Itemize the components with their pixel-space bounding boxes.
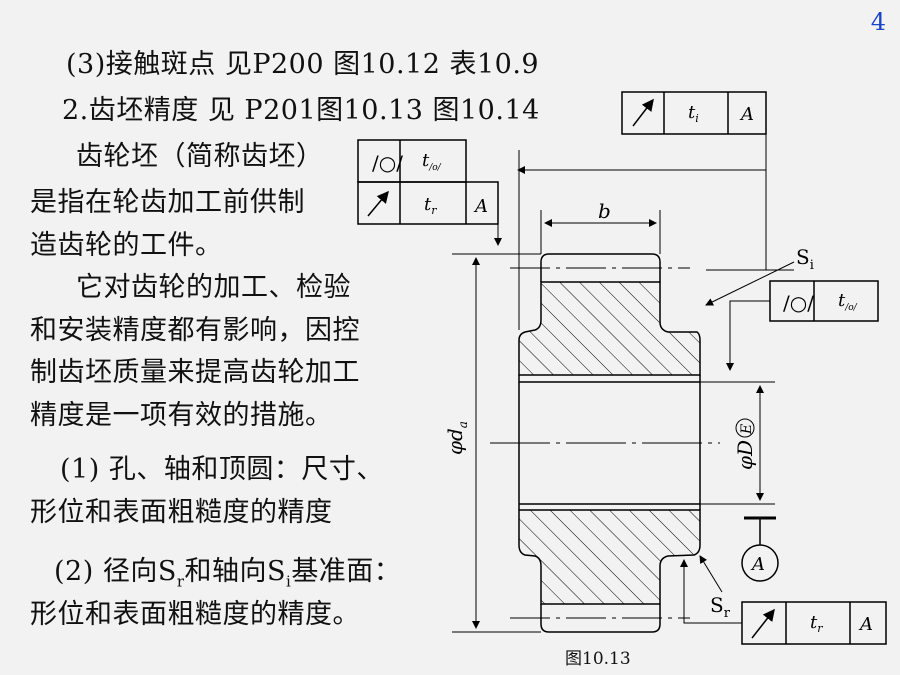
svg-text:tr: tr: [424, 194, 437, 217]
fcf-left: /○/ t/o/ tr A: [357, 139, 502, 246]
para1-line1: 齿轮坯（简称齿坯）: [76, 141, 324, 172]
item2-line2: 形位和表面粗糙度的精度。: [30, 599, 360, 630]
item2-line1: (2) 径向Sr和轴向Si基准面：: [54, 549, 401, 590]
svg-text:A: A: [858, 614, 873, 635]
svg-text:/○/: /○/: [372, 151, 403, 175]
label-sr: Sr: [710, 593, 731, 621]
item1-line1: (1) 孔、轴和顶圆：尺寸、: [60, 454, 384, 485]
item2-mid: 和轴向S: [184, 556, 286, 587]
item1-line2: 形位和表面粗糙度的精度: [30, 497, 333, 528]
item2-pre: (2) 径向S: [54, 556, 177, 587]
label-D: φD: [733, 440, 757, 470]
fcf-right-mid: /○/ t/o/: [726, 280, 879, 371]
datum-A-label: A: [750, 554, 765, 575]
svg-text:t/o/: t/o/: [422, 150, 442, 173]
dim-da: [452, 253, 541, 633]
datum-A: [741, 516, 779, 582]
page-number: 4: [870, 8, 886, 36]
dim-D: [700, 381, 775, 505]
section-lower: [518, 509, 701, 605]
svg-text:ti: ti: [688, 102, 699, 125]
label-si: Si: [796, 245, 814, 273]
gear-outline: [518, 253, 701, 633]
center-lines: [490, 267, 720, 619]
svg-text:A: A: [739, 104, 754, 125]
label-b: b: [598, 199, 611, 223]
para2-line4: 精度是一项有效的措施。: [30, 400, 333, 431]
leader-si: [705, 261, 795, 306]
leader-top: [517, 150, 766, 330]
leader-sr: [699, 555, 723, 593]
fcf-top: ti A: [621, 91, 767, 270]
svg-text:/○/: /○/: [783, 291, 814, 315]
fcf-bottom: tr A: [680, 559, 887, 645]
line-contact-pattern: (3)接触斑点 见P200 图10.12 表10.9: [66, 49, 540, 80]
item2-sub-i: i: [286, 572, 292, 591]
para1-line3: 造齿轮的工件。: [30, 230, 223, 261]
label-da: φda: [443, 421, 470, 455]
label-D-E: E: [739, 424, 755, 435]
line-blank-accuracy: 2.齿坯精度 见 P201图10.13 图10.14: [62, 95, 540, 126]
item2-post: 基准面：: [291, 556, 402, 587]
svg-text:A: A: [473, 196, 488, 217]
para1-line2: 是指在轮齿加工前供制: [30, 187, 305, 218]
figure-caption: 图10.13: [565, 649, 631, 669]
para2-line3: 制齿坯质量来提高齿轮加工: [30, 357, 360, 388]
svg-text:t/o/: t/o/: [838, 290, 858, 313]
item2-sub-r: r: [176, 572, 185, 591]
dim-b: [540, 210, 661, 254]
section-upper: [518, 281, 701, 376]
para2-line1: 它对齿轮的加工、检验: [76, 272, 351, 303]
svg-text:tr: tr: [810, 612, 823, 635]
para2-line2: 和安装精度都有影响，因控: [30, 315, 360, 346]
